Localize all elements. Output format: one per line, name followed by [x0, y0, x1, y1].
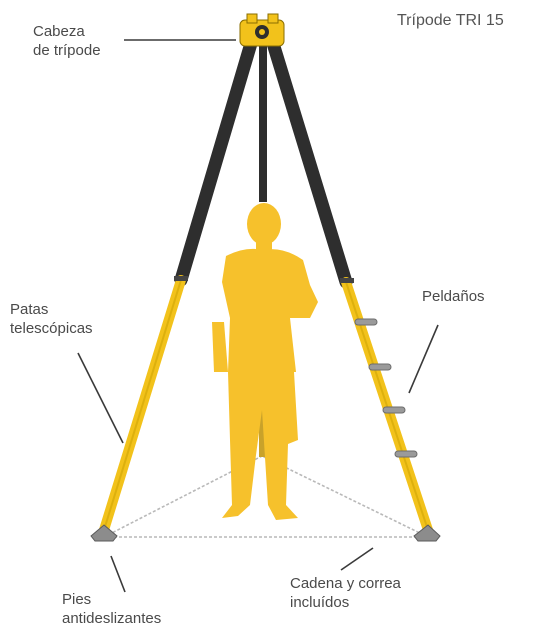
- label-feet: Pies antideslizantes: [62, 590, 161, 628]
- leader-legs: [77, 352, 124, 444]
- label-chain-line2: incluídos: [290, 594, 350, 611]
- leader-lines: [77, 39, 439, 593]
- diagram-title: Trípode TRI 15: [397, 12, 504, 29]
- label-steps: Peldaños: [422, 288, 485, 305]
- tripod-feet: [90, 524, 441, 542]
- leader-feet: [110, 555, 126, 593]
- tripod-head: [239, 13, 285, 47]
- label-feet-line1: Pies: [62, 591, 92, 608]
- label-chain-line1: Cadena y correa: [290, 575, 401, 592]
- label-feet-line2: antideslizantes: [62, 610, 162, 627]
- leader-steps: [408, 324, 439, 394]
- tripod-center-leg: [259, 42, 267, 457]
- worker-silhouette: [212, 203, 318, 520]
- label-legs: Patas telescópicas: [10, 300, 93, 338]
- tripod-steps: [354, 318, 418, 458]
- label-legs-line1: Patas: [10, 301, 49, 318]
- tripod-left-leg: [99, 33, 259, 535]
- label-chain: Cadena y correa incluídos: [290, 574, 401, 612]
- leader-chain: [340, 547, 374, 571]
- label-head-line1: Cabeza: [33, 23, 85, 40]
- label-head: Cabeza de trípode: [33, 22, 101, 60]
- label-head-line2: de trípode: [33, 42, 101, 59]
- label-legs-line2: telescópicas: [10, 320, 93, 337]
